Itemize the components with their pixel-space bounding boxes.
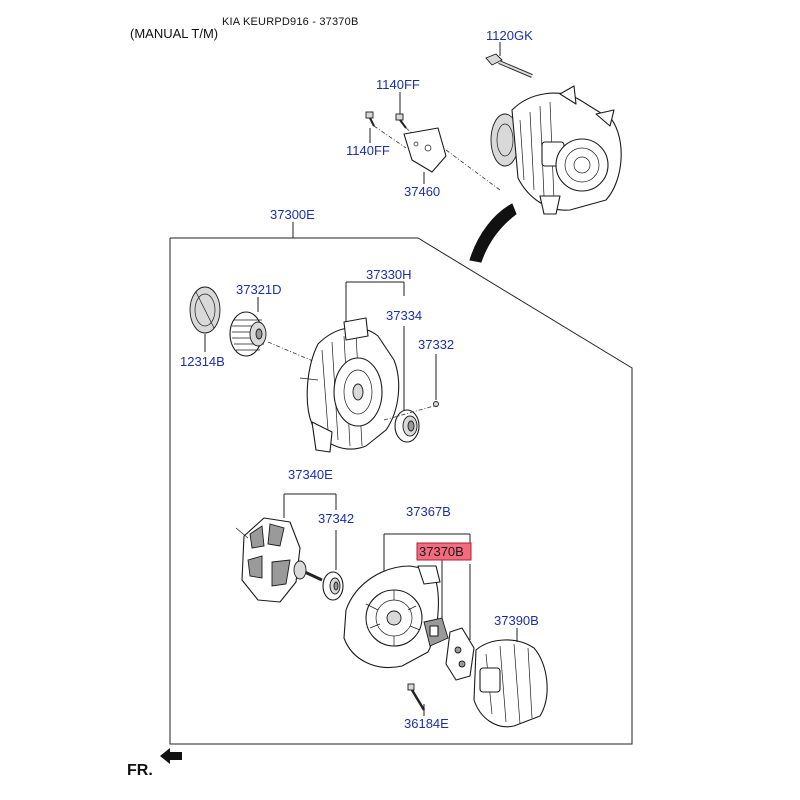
screw-37332-icon xyxy=(433,401,439,407)
bolt-1120GK-icon xyxy=(485,53,533,78)
front-housing-37330H-icon xyxy=(299,317,400,453)
part-label-37330H[interactable]: 37330H xyxy=(366,267,412,282)
part-label-37340E[interactable]: 37340E xyxy=(288,467,333,482)
part-label-37460[interactable]: 37460 xyxy=(404,184,440,199)
part-label-1140FF-b[interactable]: 1140FF xyxy=(346,143,390,158)
transmission-header: (MANUAL T/M) xyxy=(130,26,219,41)
pulley-37321D-icon xyxy=(229,311,267,357)
front-direction-arrow-icon xyxy=(160,748,182,764)
part-label-37342[interactable]: 37342 xyxy=(318,511,354,526)
regulator-37370B-icon xyxy=(423,617,449,647)
bolt-1140FF-a-icon xyxy=(395,113,407,129)
part-label-37390B[interactable]: 37390B xyxy=(494,613,539,628)
part-label-37367B[interactable]: 37367B xyxy=(406,504,451,519)
rotor-37340E-icon xyxy=(235,517,323,603)
part-label-1120GK[interactable]: 1120GK xyxy=(486,28,533,43)
cover-12314B-icon xyxy=(189,286,221,334)
part-label-37300E[interactable]: 37300E xyxy=(270,207,315,222)
part-label-1140FF-a[interactable]: 1140FF xyxy=(376,77,420,92)
bracket-37460-icon xyxy=(403,127,447,173)
assembly-arrow-icon xyxy=(469,203,517,263)
rear-cover-37390B-icon xyxy=(473,639,548,728)
highlight-37370B xyxy=(416,542,472,561)
part-label-37334[interactable]: 37334 xyxy=(386,308,422,323)
rectifier-plate-icon xyxy=(445,627,475,681)
bearing-37334-icon xyxy=(394,409,420,443)
bearing-37342-icon xyxy=(322,571,344,601)
vehicle-code-header: KIA KEURPD916 - 37370B xyxy=(222,16,359,28)
part-label-37370B[interactable]: 37370B xyxy=(419,544,464,559)
bolt-1140FF-b-icon xyxy=(365,111,375,127)
bolt-36184E-icon xyxy=(407,683,426,711)
part-label-37332[interactable]: 37332 xyxy=(418,337,454,352)
part-label-37321D[interactable]: 37321D xyxy=(236,282,282,297)
part-label-12314B[interactable]: 12314B xyxy=(180,354,225,369)
alternator-assembly-icon xyxy=(490,85,622,215)
front-direction-label: FR. xyxy=(127,762,153,779)
assembly-boundary xyxy=(169,237,633,745)
rear-housing-37367B-icon xyxy=(343,565,441,668)
part-label-36184E[interactable]: 36184E xyxy=(404,716,449,731)
